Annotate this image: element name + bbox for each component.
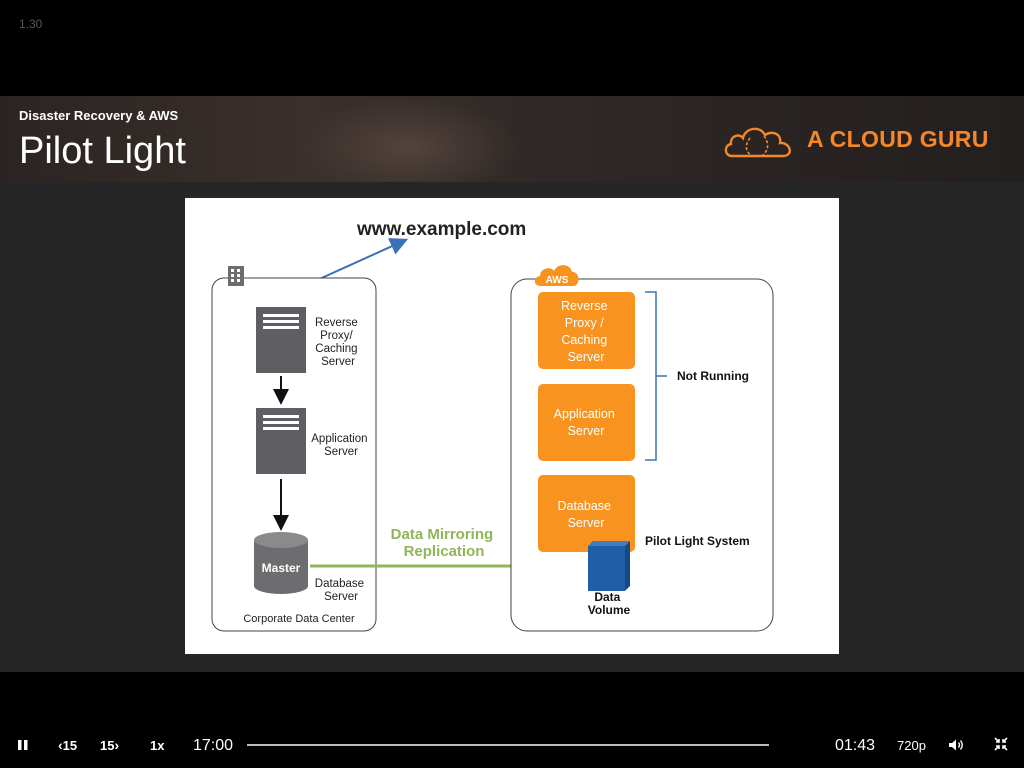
player-controls [0, 672, 1024, 768]
data-volume-label: Data Volume [588, 590, 631, 617]
aws-proxy-server [538, 292, 635, 369]
master-db-label: Master [262, 561, 301, 575]
volume-icon [949, 739, 963, 751]
building-icon [228, 266, 244, 286]
lesson-title: Pilot Light [19, 130, 186, 172]
chevron-right-icon: › [114, 737, 120, 753]
corp-app-server-icon [256, 408, 306, 474]
version-label: 1.30 [19, 17, 43, 31]
forward-label: 15 [100, 738, 115, 753]
aws-badge-label: AWS [546, 275, 569, 286]
aws-db-server [538, 475, 635, 552]
corp-datacenter-caption: Corporate Data Center [243, 613, 355, 625]
volume-button[interactable] [948, 738, 966, 757]
aws-db-label: Database Server [558, 499, 615, 530]
not-running-label: Not Running [677, 369, 749, 383]
master-db-cylinder-icon: Master [254, 532, 308, 594]
total-duration: 17:00 [193, 737, 234, 754]
rewind-label: 15 [62, 738, 78, 753]
corp-proxy-label: Reverse Proxy/ Caching Server [315, 317, 361, 368]
aws-cloud-icon: AWS [534, 265, 579, 286]
chevron-left-icon: ‹ [58, 737, 63, 753]
forward-15-button[interactable]: 15› [100, 737, 119, 755]
rewind-15-button[interactable]: ‹15 [58, 737, 77, 755]
brand-name: A CLOUD GURU [807, 126, 989, 152]
data-volume-icon [588, 541, 630, 591]
url-label: www.example.com [356, 219, 526, 240]
pause-icon [18, 740, 28, 750]
exit-fullscreen-button[interactable] [994, 737, 1008, 756]
pilot-light-label: Pilot Light System [645, 534, 750, 548]
corp-db-label: Database Server [315, 578, 367, 603]
corp-app-label: Application Server [311, 433, 370, 458]
lesson-banner: Disaster Recovery & AWS Pilot Light A CL… [0, 96, 1024, 182]
cloud-logo-icon [724, 127, 791, 158]
corp-proxy-server-icon [256, 307, 306, 373]
pause-button[interactable] [17, 738, 29, 756]
not-running-bracket [645, 291, 667, 461]
brand-logo: A CLOUD GURU [722, 118, 1002, 160]
mirroring-label: Data Mirroring Replication [391, 526, 498, 560]
current-time: 01:43 [835, 737, 876, 754]
instructor-video-background [300, 96, 520, 182]
course-title: Disaster Recovery & AWS [19, 108, 179, 123]
progress-bar[interactable] [247, 744, 769, 746]
playback-speed-button[interactable]: 1x [150, 738, 165, 753]
aws-app-label: Application Server [554, 407, 619, 438]
video-frame[interactable]: Disaster Recovery & AWS Pilot Light A CL… [0, 96, 1024, 672]
aws-app-server [538, 384, 635, 461]
exit-fullscreen-icon [994, 737, 1008, 751]
aws-proxy-label: Reverse Proxy / Caching Server [561, 299, 611, 364]
quality-button[interactable]: 720p [897, 738, 926, 753]
slide-diagram: www.example.com Reverse Proxy/ Caching [185, 198, 839, 654]
